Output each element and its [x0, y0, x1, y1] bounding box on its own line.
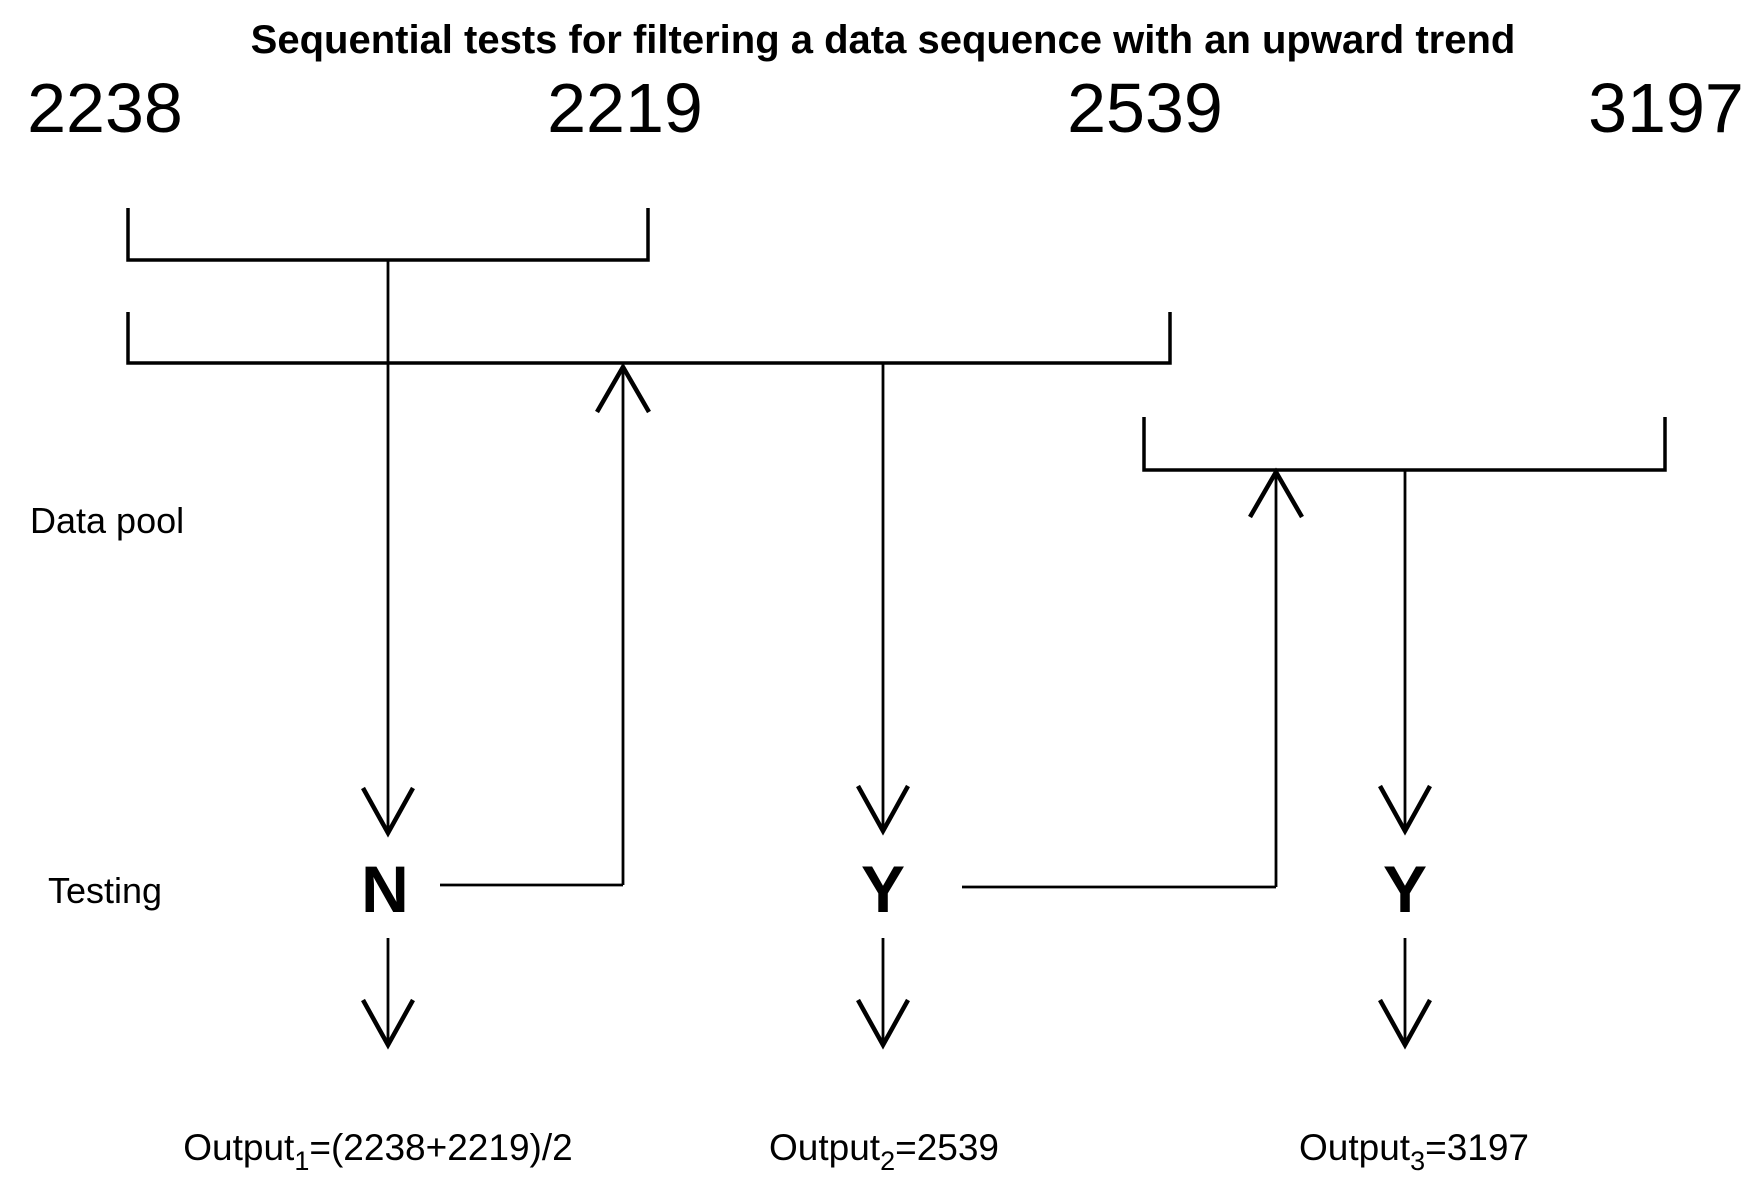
output2-formula: Output2=2539 — [769, 1127, 999, 1176]
output1-label: Output — [183, 1127, 295, 1168]
test1-result: N — [361, 852, 409, 926]
sequence-value-3: 2539 — [1067, 69, 1223, 147]
output3-formula: Output3=3197 — [1299, 1127, 1529, 1176]
pool3-bracket — [1142, 417, 1667, 472]
pool2-bracket — [126, 312, 1172, 365]
sequence-value-4: 3197 — [1588, 69, 1744, 147]
test3-to-output3-arrowhead — [1378, 998, 1432, 1050]
output2-value: =2539 — [895, 1127, 999, 1168]
output1-subscript: 1 — [294, 1146, 309, 1176]
test2-result: Y — [861, 852, 905, 926]
pool1-bracket — [126, 208, 650, 262]
output2-subscript: 2 — [880, 1146, 895, 1176]
pool3-to-test3-arrowhead — [1378, 784, 1432, 836]
diagram-title: Sequential tests for filtering a data se… — [251, 18, 1516, 62]
sequence-value-1: 2238 — [27, 69, 183, 147]
output3-subscript: 3 — [1410, 1146, 1425, 1176]
output1-formula: Output1=(2238+2219)/2 — [183, 1127, 572, 1176]
testing-label: Testing — [48, 870, 162, 911]
test1-to-output1-arrowhead — [361, 998, 415, 1050]
test2-to-output2-arrowhead — [856, 998, 910, 1050]
output3-label: Output — [1299, 1127, 1411, 1168]
test3-result: Y — [1383, 852, 1427, 926]
output1-value: =(2238+2219)/2 — [309, 1127, 572, 1168]
pool2-to-test2-arrowhead — [856, 784, 910, 836]
output2-label: Output — [769, 1127, 881, 1168]
test2-feedback-arrowhead — [1248, 467, 1304, 519]
data-pool-label: Data pool — [30, 500, 184, 541]
pool1-to-test1-arrowhead — [361, 786, 415, 838]
sequence-value-2: 2219 — [547, 69, 703, 147]
test1-feedback-arrowhead — [595, 362, 651, 414]
output3-value: =3197 — [1425, 1127, 1529, 1168]
